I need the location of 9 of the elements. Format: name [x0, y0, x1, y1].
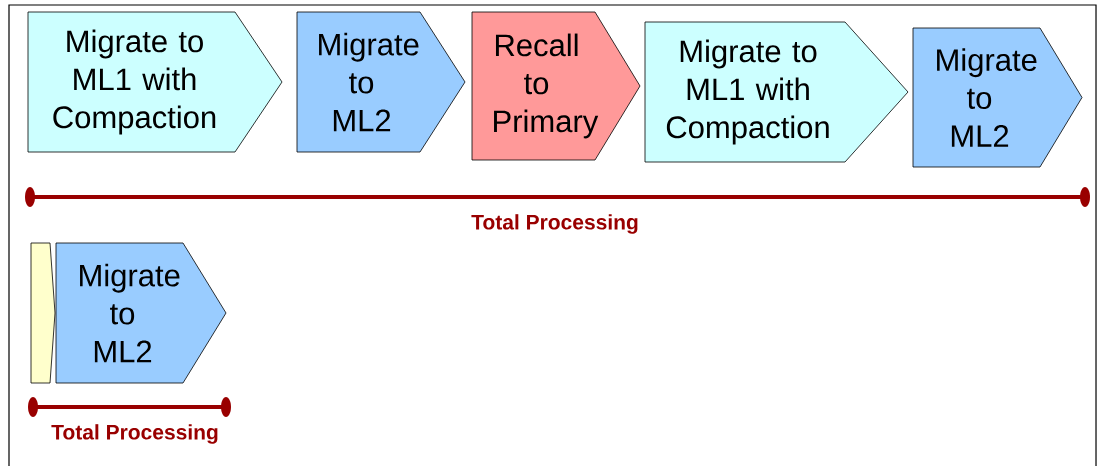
chevron-box: Migrate to ML2 — [55, 242, 227, 384]
dimension-label: Total Processing — [471, 214, 638, 234]
chevron-box: Migrate to ML1 with Compaction — [644, 21, 909, 163]
chevron-box: Migrate to ML2 — [912, 27, 1083, 168]
chevron-box: Recall to Primary — [471, 11, 641, 161]
chevron-box: Migrate to ML2 — [296, 11, 466, 153]
dimension-label: Total Processing — [51, 424, 218, 444]
chevron-box: Migrate to ML1 with Compaction — [27, 11, 283, 153]
chevron-shape — [30, 242, 56, 384]
